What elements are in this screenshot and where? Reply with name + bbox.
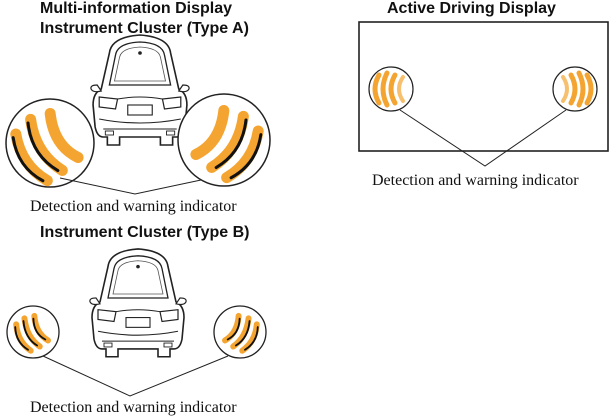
active-driving-caption: Detection and warning indicator	[372, 172, 579, 189]
type-b-car-rear-icon	[89, 248, 187, 358]
type-a-heading-line2: Instrument Cluster (Type A)	[40, 20, 249, 37]
type-b-heading: Instrument Cluster (Type B)	[40, 224, 250, 241]
type-b-callout-lines	[42, 355, 229, 397]
type-a-callout-lines	[59, 177, 202, 195]
type-a-left-indicator-circle	[5, 98, 95, 188]
active-callout-lines	[399, 109, 567, 167]
type-a-right-indicator-circle	[177, 93, 271, 187]
type-a-heading-line1: Multi-information Display	[40, 0, 232, 17]
type-a-car-rear-icon	[90, 34, 190, 146]
active-right-indicator-circle	[552, 66, 598, 112]
type-b-right-indicator-circle	[213, 305, 267, 359]
type-b-caption: Detection and warning indicator	[30, 399, 237, 416]
type-b-left-indicator-circle	[6, 305, 60, 359]
active-left-indicator-circle	[368, 66, 414, 112]
active-driving-heading: Active Driving Display	[387, 0, 556, 17]
type-a-caption: Detection and warning indicator	[30, 198, 237, 215]
